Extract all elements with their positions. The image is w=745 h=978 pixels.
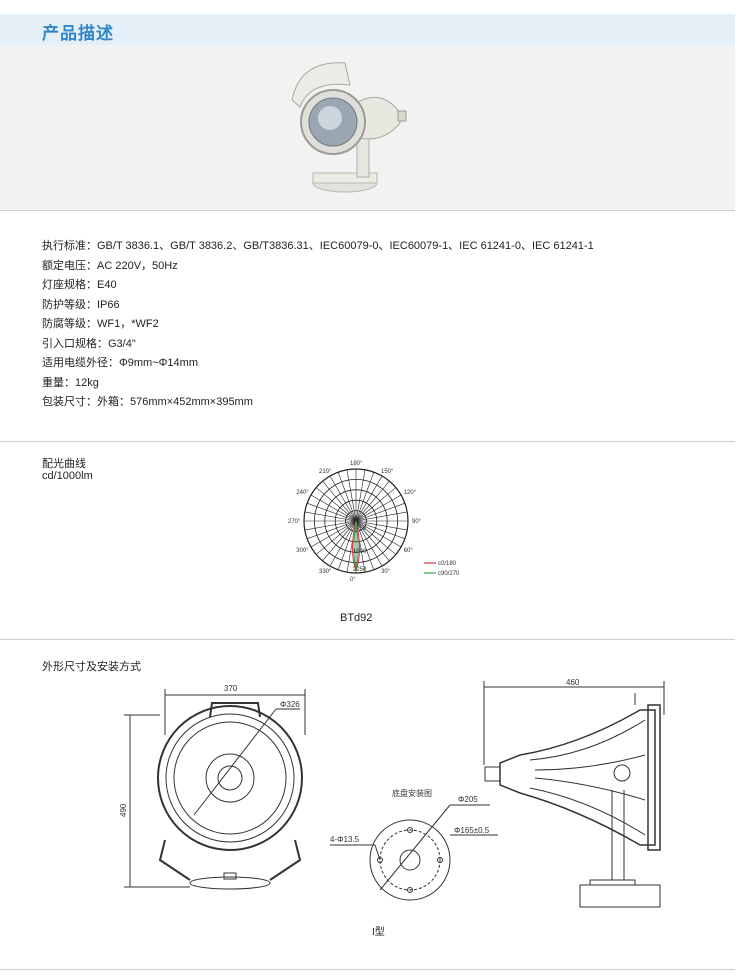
beam-curve xyxy=(353,520,359,572)
angle-label: 300° xyxy=(296,548,309,554)
divider xyxy=(0,441,735,442)
front-width: 370 xyxy=(224,684,238,693)
base-plate xyxy=(330,804,498,901)
polar-spoke xyxy=(355,520,408,531)
polar-spoke xyxy=(304,511,357,522)
light-curve-unit: cd/1000lm xyxy=(42,470,93,482)
spec-corrosion: 防腐等级：WF1，*WF2 xyxy=(42,318,159,330)
spec-socket: 灯座规格：E40 xyxy=(42,279,117,291)
angle-label: 210° xyxy=(319,469,332,475)
product-photo-area xyxy=(0,45,735,211)
base-title: 底盘安装图 xyxy=(392,788,432,798)
angle-label: 60° xyxy=(404,548,414,554)
polar-spoke xyxy=(355,520,375,570)
spec-cable: 适用电缆外径：Φ9mm~Φ14mm xyxy=(42,357,198,369)
angle-label: 30° xyxy=(381,569,391,575)
polar-spoke xyxy=(355,469,366,522)
section-header: 产品描述 xyxy=(0,14,735,45)
polar-spoke xyxy=(315,520,357,555)
polar-spoke xyxy=(337,472,357,522)
polar-spoke xyxy=(355,502,405,522)
product-photo xyxy=(291,62,407,193)
spec-ip: 防护等级：IP66 xyxy=(42,298,120,311)
spec-voltage: 额定电压：AC 220V，50Hz xyxy=(42,259,178,272)
type-label: I型 xyxy=(372,925,385,938)
center-label-1: 750 xyxy=(356,526,367,532)
angle-label: 150° xyxy=(381,469,394,475)
holes-label: 4-Φ13.5 xyxy=(330,835,360,844)
bolt-phi: Φ165±0.5 xyxy=(454,826,490,835)
spec-package: 包装尺寸：外箱：576mm×452mm×395mm xyxy=(42,396,253,408)
angle-label: 180° xyxy=(350,461,363,467)
front-view xyxy=(124,689,306,890)
polar-spoke xyxy=(304,520,357,531)
polar-grid: 180° 150° 120° 90° 60° 30° 0° 330° 300° 270° 240° 2… xyxy=(288,461,422,583)
polar-spoke xyxy=(355,520,405,540)
polar-spoke xyxy=(355,475,383,522)
angle-label: 240° xyxy=(296,490,309,496)
legend-c90: c90/270 xyxy=(438,571,460,577)
polar-spoke xyxy=(307,520,357,540)
polar-spoke xyxy=(315,487,357,522)
polar-spoke xyxy=(307,502,357,522)
front-phi: Φ326 xyxy=(280,700,300,709)
polar-diagram: 180° 150° 120° 90° 60° 30° 0° 330° 300° 270° 240° 2… xyxy=(288,461,460,583)
polar-spoke xyxy=(355,520,390,562)
polar-spoke xyxy=(322,480,357,522)
center-label-2: 1500 xyxy=(353,549,367,555)
angle-label: 120° xyxy=(404,490,417,496)
front-height: 490 xyxy=(119,803,128,817)
dimensions-title: 外形尺寸及安装方式 xyxy=(42,661,141,673)
dimension-drawing: 370 Φ326 490 底盘安装图 Φ205 Φ165±0.5 4-Φ13.5… xyxy=(119,678,665,938)
section-title: 产品描述 xyxy=(42,24,114,43)
polar-spoke xyxy=(310,520,357,548)
model-label: BTd92 xyxy=(340,612,373,624)
center-label-3: 2250 xyxy=(353,567,367,573)
polar-spoke xyxy=(355,494,402,522)
spec-list: 执行标准：GB/T 3836.1、GB/T 3836.2、GB/T3836.31… xyxy=(42,237,594,413)
polar-spoke xyxy=(355,511,408,522)
divider xyxy=(0,969,735,970)
spec-standard: 执行标准：GB/T 3836.1、GB/T 3836.2、GB/T3836.31… xyxy=(42,240,594,252)
polar-spoke xyxy=(355,520,402,548)
polar-spoke xyxy=(355,520,397,555)
angle-label: 270° xyxy=(288,519,301,525)
legend-c0: c0/180 xyxy=(438,561,457,567)
angle-label: 0° xyxy=(350,577,356,583)
polar-spoke xyxy=(355,480,390,522)
spec-entry: 引入口规格：G3/4" xyxy=(42,337,136,350)
angle-label: 330° xyxy=(319,569,332,575)
polar-spoke xyxy=(355,487,397,522)
side-view xyxy=(483,681,665,908)
polar-spoke xyxy=(310,494,357,522)
polar-spoke xyxy=(329,475,357,522)
spec-weight: 重量：12kg xyxy=(42,376,99,389)
base-phi: Φ205 xyxy=(458,795,478,804)
side-width: 460 xyxy=(566,678,580,687)
polar-spoke xyxy=(337,520,357,570)
polar-spoke xyxy=(346,469,357,522)
polar-spoke xyxy=(355,472,375,522)
polar-spoke xyxy=(322,520,357,562)
polar-spoke xyxy=(329,520,357,567)
polar-spoke xyxy=(355,520,383,567)
angle-label: 90° xyxy=(412,519,422,525)
divider xyxy=(0,639,735,640)
light-curve-title: 配光曲线 xyxy=(42,458,86,470)
